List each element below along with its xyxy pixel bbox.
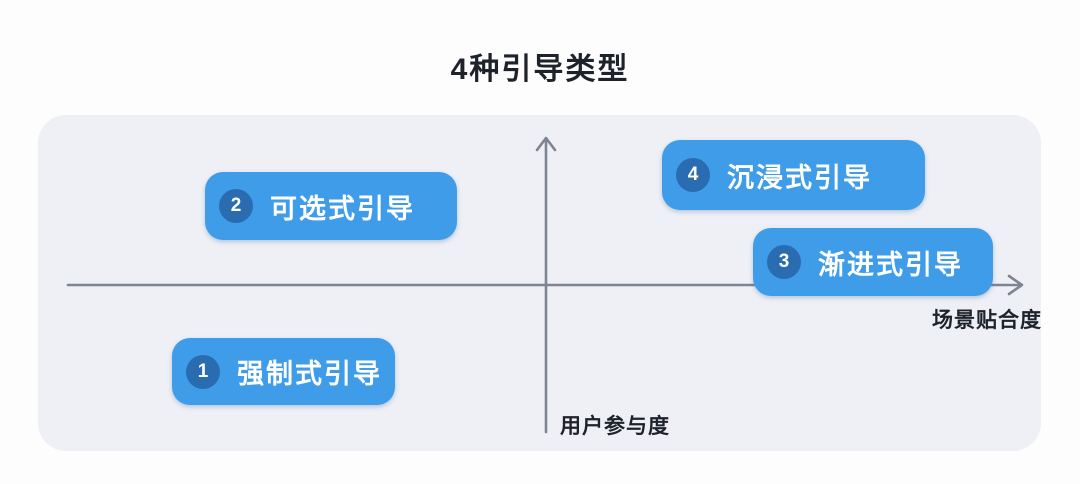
page-title: 4种引导类型	[450, 53, 630, 86]
y-axis-arrow-icon	[535, 136, 557, 152]
guidance-node-forced: 1 强制式引导	[172, 338, 395, 405]
guidance-node-immersive: 4 沉浸式引导	[662, 140, 925, 210]
number-badge: 2	[219, 189, 253, 223]
guidance-node-label: 可选式引导	[270, 193, 415, 224]
guidance-node-optional: 2 可选式引导	[205, 172, 457, 240]
number-badge: 4	[676, 158, 710, 192]
x-axis-label: 场景贴合度	[932, 309, 1042, 332]
y-axis-label: 用户参与度	[560, 415, 670, 438]
number-badge: 1	[186, 354, 220, 389]
x-axis-arrow-icon	[1007, 274, 1024, 296]
number-badge: 3	[767, 245, 801, 279]
guidance-node-label: 沉浸式引导	[727, 162, 872, 193]
guidance-node-label: 渐进式引导	[818, 249, 963, 280]
guidance-node-label: 强制式引导	[237, 359, 382, 389]
guidance-node-progressive: 3 渐进式引导	[753, 228, 993, 296]
